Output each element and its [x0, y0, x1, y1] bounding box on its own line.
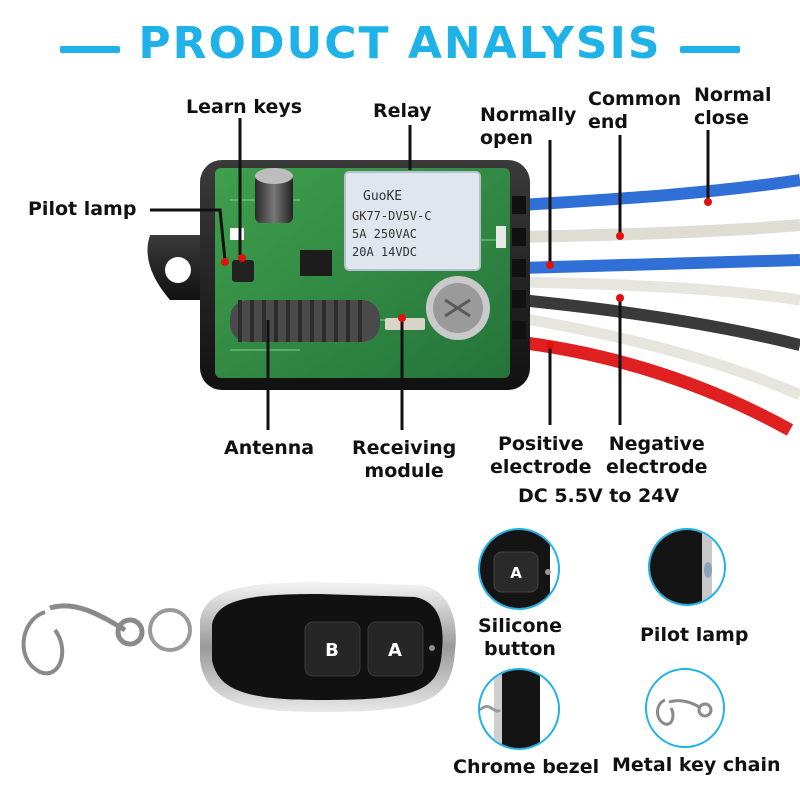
- label-common-end-line1: Common: [588, 88, 682, 110]
- wires: [499, 174, 800, 436]
- silicone-button-icon: A: [480, 530, 551, 608]
- key-chain-icon: [656, 698, 713, 726]
- title-dash-right: [680, 46, 740, 53]
- wire-white-common: [519, 219, 800, 243]
- label-receiving-module: Receiving module: [352, 437, 456, 483]
- feature-silicone-label-line2: button: [484, 638, 556, 660]
- label-negative-electrode: Negative electrode: [606, 433, 708, 479]
- label-pilot-lamp: Pilot lamp: [28, 198, 137, 220]
- antenna-coil: [230, 300, 380, 342]
- wire-white-2: [519, 276, 800, 306]
- learn-key: [232, 260, 254, 282]
- silicone-button-a: A: [510, 564, 522, 582]
- wire-terminals: [512, 196, 526, 339]
- label-receiving-module-line2: module: [364, 460, 444, 482]
- feature-silicone-label: Silicone button: [478, 615, 562, 661]
- title-bar: PRODUCT ANALYSIS: [0, 10, 800, 74]
- feature-chrome-bezel-circle: [478, 668, 560, 750]
- label-common-end-line2: end: [588, 111, 629, 133]
- label-normal-close-line2: close: [694, 107, 750, 129]
- label-normally-open-line2: open: [480, 127, 534, 149]
- label-learn-keys: Learn keys: [186, 96, 303, 118]
- relay-brand: GuoKE: [363, 189, 402, 204]
- label-voltage: DC 5.5V to 24V: [518, 485, 680, 507]
- feature-chrome-bezel-label: Chrome bezel: [453, 756, 600, 778]
- label-normal-close: Normal close: [694, 84, 771, 130]
- feature-pilot-lamp-label: Pilot lamp: [640, 624, 749, 646]
- label-positive-electrode-line1: Positive: [497, 433, 584, 455]
- feature-pilot-lamp-circle: [648, 528, 726, 606]
- capacitor-right: [426, 276, 490, 340]
- label-normal-close-line1: Normal: [694, 84, 772, 106]
- feature-silicone-label-line1: Silicone: [478, 615, 562, 637]
- wire-blue-normally-open: [519, 254, 800, 274]
- relay-rating-ac: 5A 250VAC: [352, 227, 417, 241]
- leader-lines: [150, 118, 710, 430]
- label-positive-electrode-line2: electrode: [490, 456, 592, 478]
- label-negative-electrode-line2: electrode: [606, 456, 708, 478]
- wire-white-3: [519, 312, 800, 401]
- label-common-end: Common end: [588, 88, 681, 134]
- wire-black-negative: [519, 294, 800, 351]
- markers: [221, 198, 712, 349]
- capacitor-top: [255, 168, 293, 223]
- wire-red-positive: [499, 333, 794, 436]
- remote-button-b-label: B: [325, 640, 339, 661]
- label-antenna: Antenna: [224, 437, 315, 459]
- chrome-bezel-icon: [480, 670, 540, 748]
- label-receiving-module-line1: Receiving: [352, 437, 457, 459]
- receiving-module-chip: [385, 318, 425, 330]
- relay: GuoKE GK77-DV5V-C 5A 250VAC 20A 14VDC: [344, 171, 481, 271]
- relay-rating-dc: 20A 14VDC: [352, 245, 417, 259]
- label-normally-open-line1: Normally: [480, 104, 577, 126]
- wire-blue-normal-close: [519, 174, 800, 211]
- relay-model: GK77-DV5V-C: [352, 209, 431, 223]
- label-negative-electrode-line1: Negative: [608, 433, 705, 455]
- remote-button-a-label: A: [388, 640, 402, 661]
- remote-control: B A: [21, 582, 456, 712]
- label-normally-open: Normally open: [480, 104, 576, 150]
- feature-key-chain-label: Metal key chain: [612, 754, 781, 776]
- page-title: PRODUCT ANALYSIS: [138, 18, 662, 69]
- pilot-lamp-icon: [650, 530, 712, 604]
- label-positive-electrode: Positive electrode: [490, 433, 592, 479]
- title-dash-left: [60, 46, 120, 53]
- feature-silicone-circle: A: [478, 528, 560, 610]
- feature-key-chain-circle: [645, 668, 725, 748]
- label-relay: Relay: [373, 100, 432, 122]
- pcb-board: GuoKE GK77-DV5V-C 5A 250VAC 20A 14VDC: [215, 168, 510, 378]
